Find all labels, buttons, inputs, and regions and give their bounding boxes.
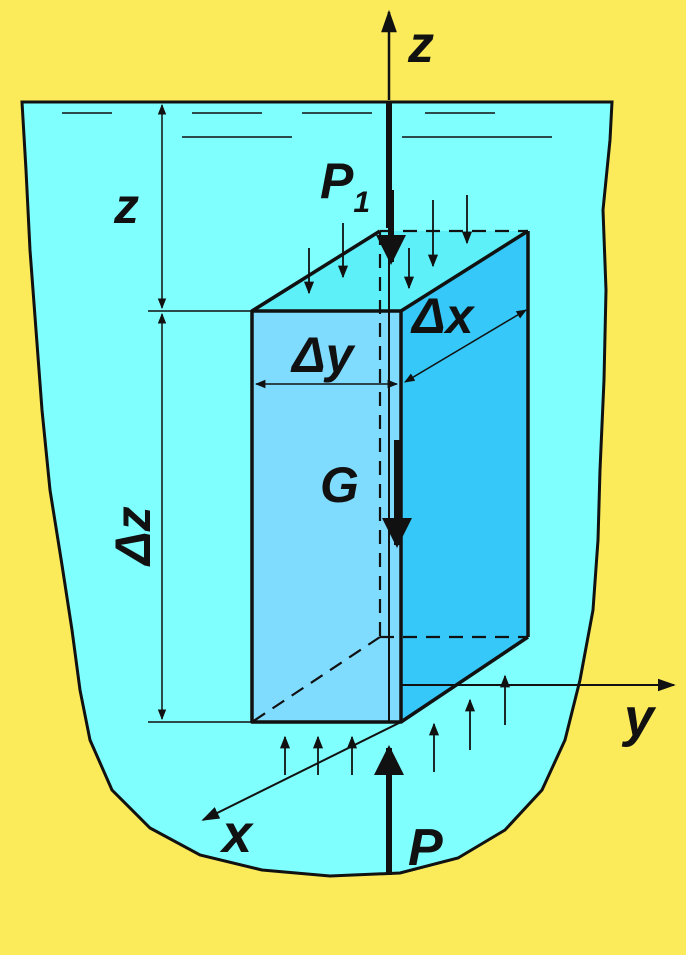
top-pressure-arrows xyxy=(303,195,473,295)
x-axis xyxy=(201,721,402,821)
delta-x-label: Δx xyxy=(410,288,476,344)
free-surface-marks xyxy=(62,112,552,138)
weight-label: G xyxy=(320,457,359,513)
p1-label: P1 xyxy=(320,153,370,219)
p1-label-subscript: 1 xyxy=(353,186,370,219)
p1-label-base: P xyxy=(320,153,354,209)
prism-front-face xyxy=(252,311,401,722)
x-axis-label: x xyxy=(219,804,254,864)
delta-x-dimension xyxy=(404,309,527,383)
delta-z-label: Δz xyxy=(105,506,161,567)
depth-z-label: z xyxy=(113,178,139,234)
delta-z-dimension xyxy=(148,312,252,723)
delta-y-label: Δy xyxy=(290,327,356,383)
z-axis-label: z xyxy=(407,16,434,74)
prism-hidden-edges xyxy=(251,231,528,723)
depth-dimension xyxy=(148,103,252,312)
y-axis-label: y xyxy=(621,688,657,748)
p-force-label: P xyxy=(408,819,443,877)
